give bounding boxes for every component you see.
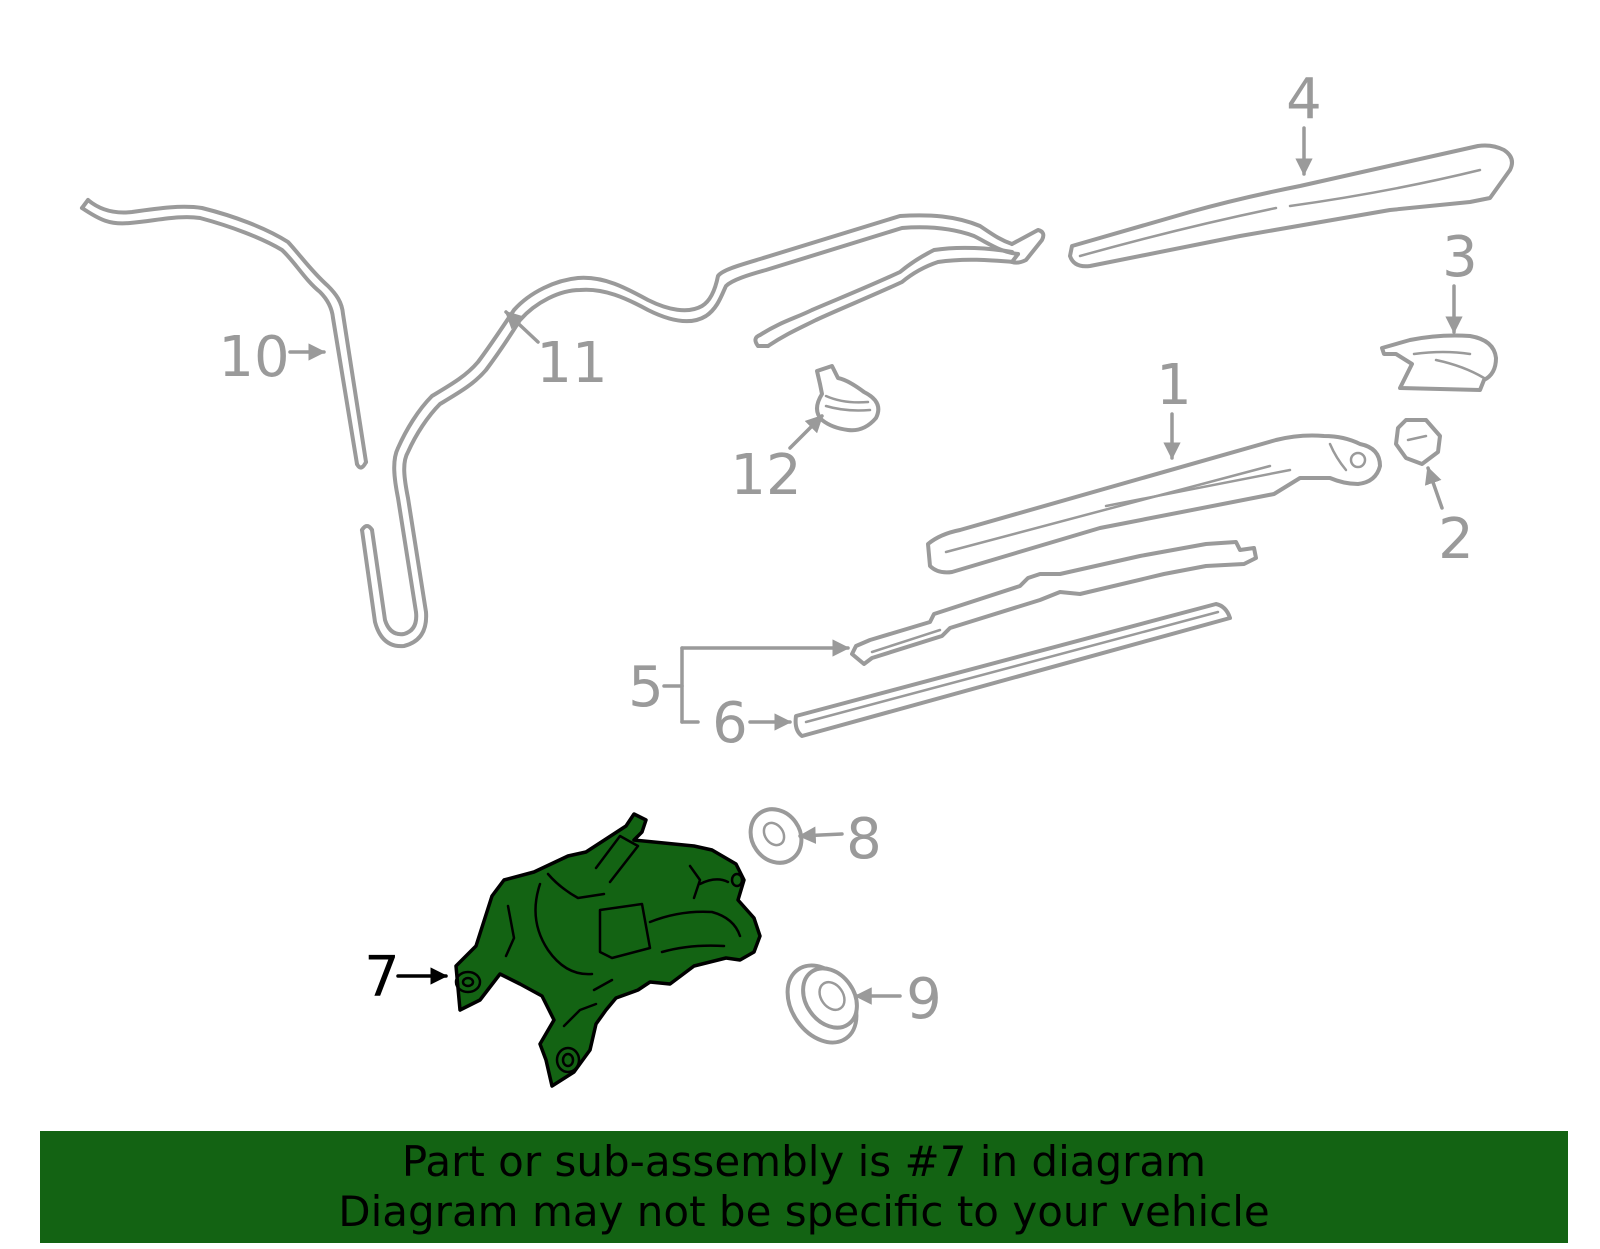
callout-7: 7 xyxy=(364,945,400,1010)
callout-11: 11 xyxy=(536,331,607,396)
callout-6: 6 xyxy=(712,691,748,756)
callout-3: 3 xyxy=(1442,225,1478,290)
washer-hose-part-11 xyxy=(360,213,1046,649)
blade-frame-part-5 xyxy=(850,540,1258,666)
arm-cover-part-4 xyxy=(1068,143,1514,269)
washer-part-8 xyxy=(748,807,804,865)
blade-insert-part-6 xyxy=(793,602,1232,738)
washer-nozzle-part-12 xyxy=(815,364,881,433)
nut-part-2 xyxy=(1394,418,1442,466)
wiper-arm-part-1 xyxy=(926,433,1382,575)
info-banner: Part or sub-assembly is #7 in diagram Di… xyxy=(40,1131,1568,1243)
callout-5: 5 xyxy=(628,655,664,720)
callout-1: 1 xyxy=(1156,353,1192,418)
callout-2: 2 xyxy=(1438,507,1474,572)
washer-hose-part-10 xyxy=(80,198,368,470)
wiper-motor-part-7 xyxy=(454,812,762,1088)
callout-12: 12 xyxy=(730,443,801,508)
callout-8: 8 xyxy=(846,807,882,872)
callout-9: 9 xyxy=(906,967,942,1032)
callout-10: 10 xyxy=(218,325,289,390)
grommet-part-9 xyxy=(785,963,859,1045)
banner-line-part: Part or sub-assembly is #7 in diagram xyxy=(401,1137,1207,1186)
leader-lines xyxy=(288,126,1463,1005)
banner-line-disclaimer: Diagram may not be specific to your vehi… xyxy=(338,1187,1270,1236)
pivot-cap-part-3 xyxy=(1380,333,1498,392)
callout-4: 4 xyxy=(1286,67,1322,132)
